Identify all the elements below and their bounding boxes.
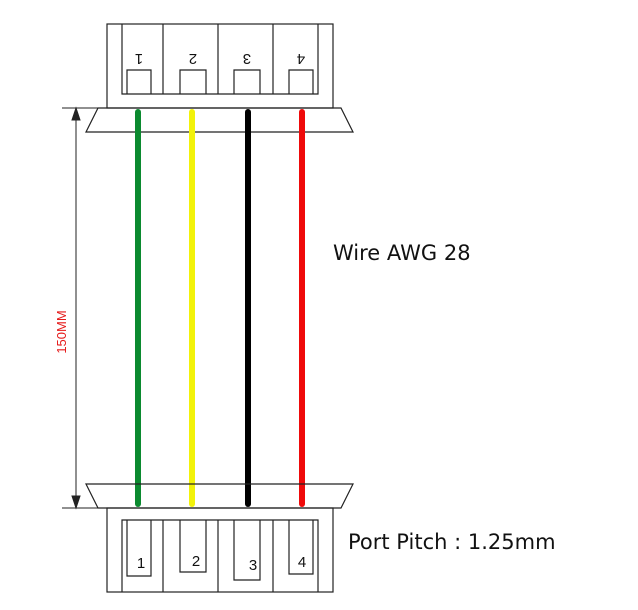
top-connector-flange	[85, 107, 354, 133]
length-dimension	[62, 106, 98, 510]
bottom-connector-body	[106, 507, 334, 593]
top-connector	[85, 23, 354, 133]
length-label: 150MM	[54, 310, 69, 353]
bottom-pin-label: 1	[137, 555, 145, 572]
top-pin-label: 3	[243, 50, 251, 67]
bottom-pin-notch	[288, 520, 314, 575]
top-pin-label: 1	[135, 50, 143, 67]
top-pin-labels: 1 2 3 4	[135, 50, 305, 67]
top-pin-label: 2	[189, 50, 197, 67]
bottom-pin-label: 3	[249, 557, 257, 574]
top-connector-inner-frame	[121, 24, 319, 95]
bottom-pin-label: 4	[298, 554, 306, 571]
wire-gauge-label: Wire AWG 28	[333, 241, 471, 265]
bottom-connector-inner-frame	[121, 519, 319, 592]
bottom-pin-labels: 1 2 3 4	[137, 553, 306, 574]
dimension-arrow-bottom-icon	[71, 495, 81, 510]
bottom-pin-label: 2	[192, 553, 200, 570]
bottom-pin-notch	[126, 520, 152, 577]
port-pitch-label: Port Pitch : 1.25mm	[348, 530, 556, 554]
bottom-connector	[85, 483, 354, 593]
top-pin-notch	[179, 69, 207, 94]
top-pin-notch	[126, 69, 152, 94]
top-pin-notch	[288, 69, 314, 94]
bottom-pin-notch	[233, 520, 261, 581]
bottom-connector-flange	[85, 483, 354, 509]
top-pin-label: 4	[297, 50, 305, 67]
bottom-pin-notch	[179, 520, 207, 573]
dimension-arrow-top-icon	[71, 106, 81, 121]
top-pin-notch	[233, 69, 261, 94]
wires	[135, 109, 305, 507]
